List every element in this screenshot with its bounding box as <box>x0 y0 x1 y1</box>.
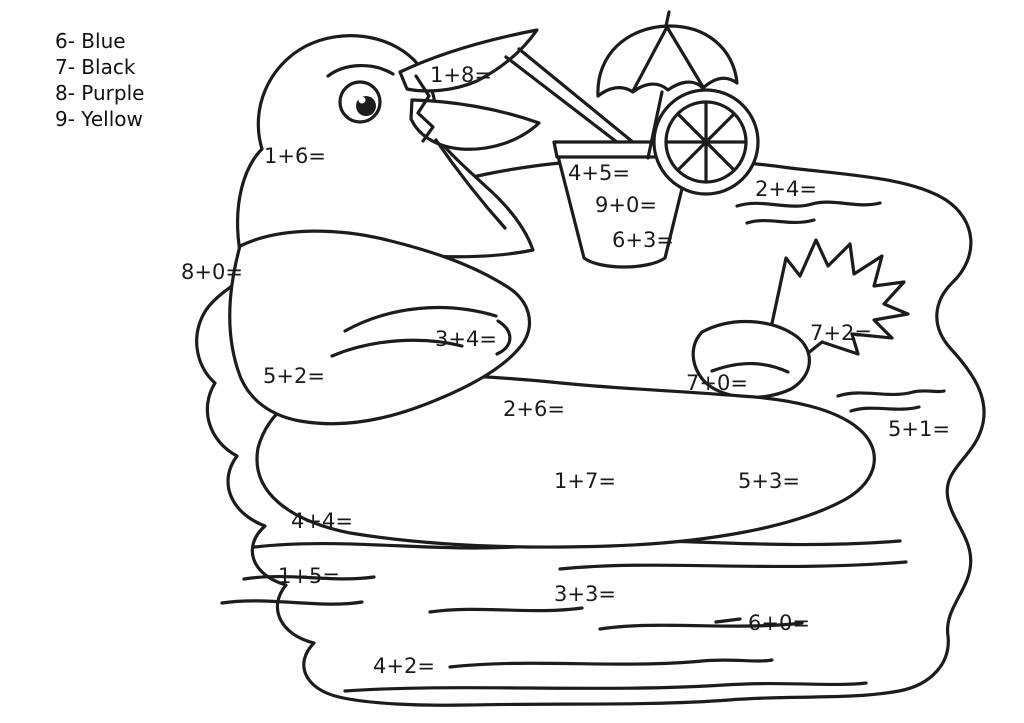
straw <box>504 47 636 148</box>
math-problem: 2+6= <box>503 397 565 421</box>
math-problem: 5+3= <box>738 469 800 493</box>
math-problem: 1+8= <box>430 63 492 87</box>
math-problem: 1+6= <box>264 144 326 168</box>
math-problem: 6+0= <box>748 611 810 635</box>
math-problem: 7+0= <box>686 371 748 395</box>
duck-neck-line <box>434 138 507 230</box>
duck-eye <box>326 64 395 124</box>
legend-item-purple: 8- Purple <box>55 81 145 105</box>
math-problem: 4+5= <box>568 161 630 185</box>
math-problem: 1+5= <box>278 564 340 588</box>
math-problem: 4+4= <box>291 509 353 533</box>
math-problem: 3+4= <box>435 327 497 351</box>
math-problem: 9+0= <box>595 193 657 217</box>
duck-beak <box>398 28 541 151</box>
math-problem: 4+2= <box>373 654 435 678</box>
color-legend: 6- Blue 7- Black 8- Purple 9- Yellow <box>55 28 144 132</box>
math-problem: 2+4= <box>755 177 817 201</box>
math-problem: 6+3= <box>612 228 674 252</box>
legend-item-yellow: 9- Yellow <box>55 107 143 131</box>
math-problem: 5+1= <box>888 417 950 441</box>
math-problem: 3+3= <box>554 582 616 606</box>
math-problem: 8+0= <box>181 260 243 284</box>
legend-item-blue: 6- Blue <box>55 29 126 53</box>
legend-item-black: 7- Black <box>55 55 136 79</box>
duck-foot <box>691 319 811 400</box>
umbrella <box>596 10 739 160</box>
math-problem: 7+2= <box>810 321 872 345</box>
duck-wing <box>228 229 531 426</box>
tail-feathers <box>766 238 910 360</box>
math-problem: 1+7= <box>554 469 616 493</box>
lemon-slice <box>652 88 760 196</box>
math-problem: 5+2= <box>263 364 325 388</box>
